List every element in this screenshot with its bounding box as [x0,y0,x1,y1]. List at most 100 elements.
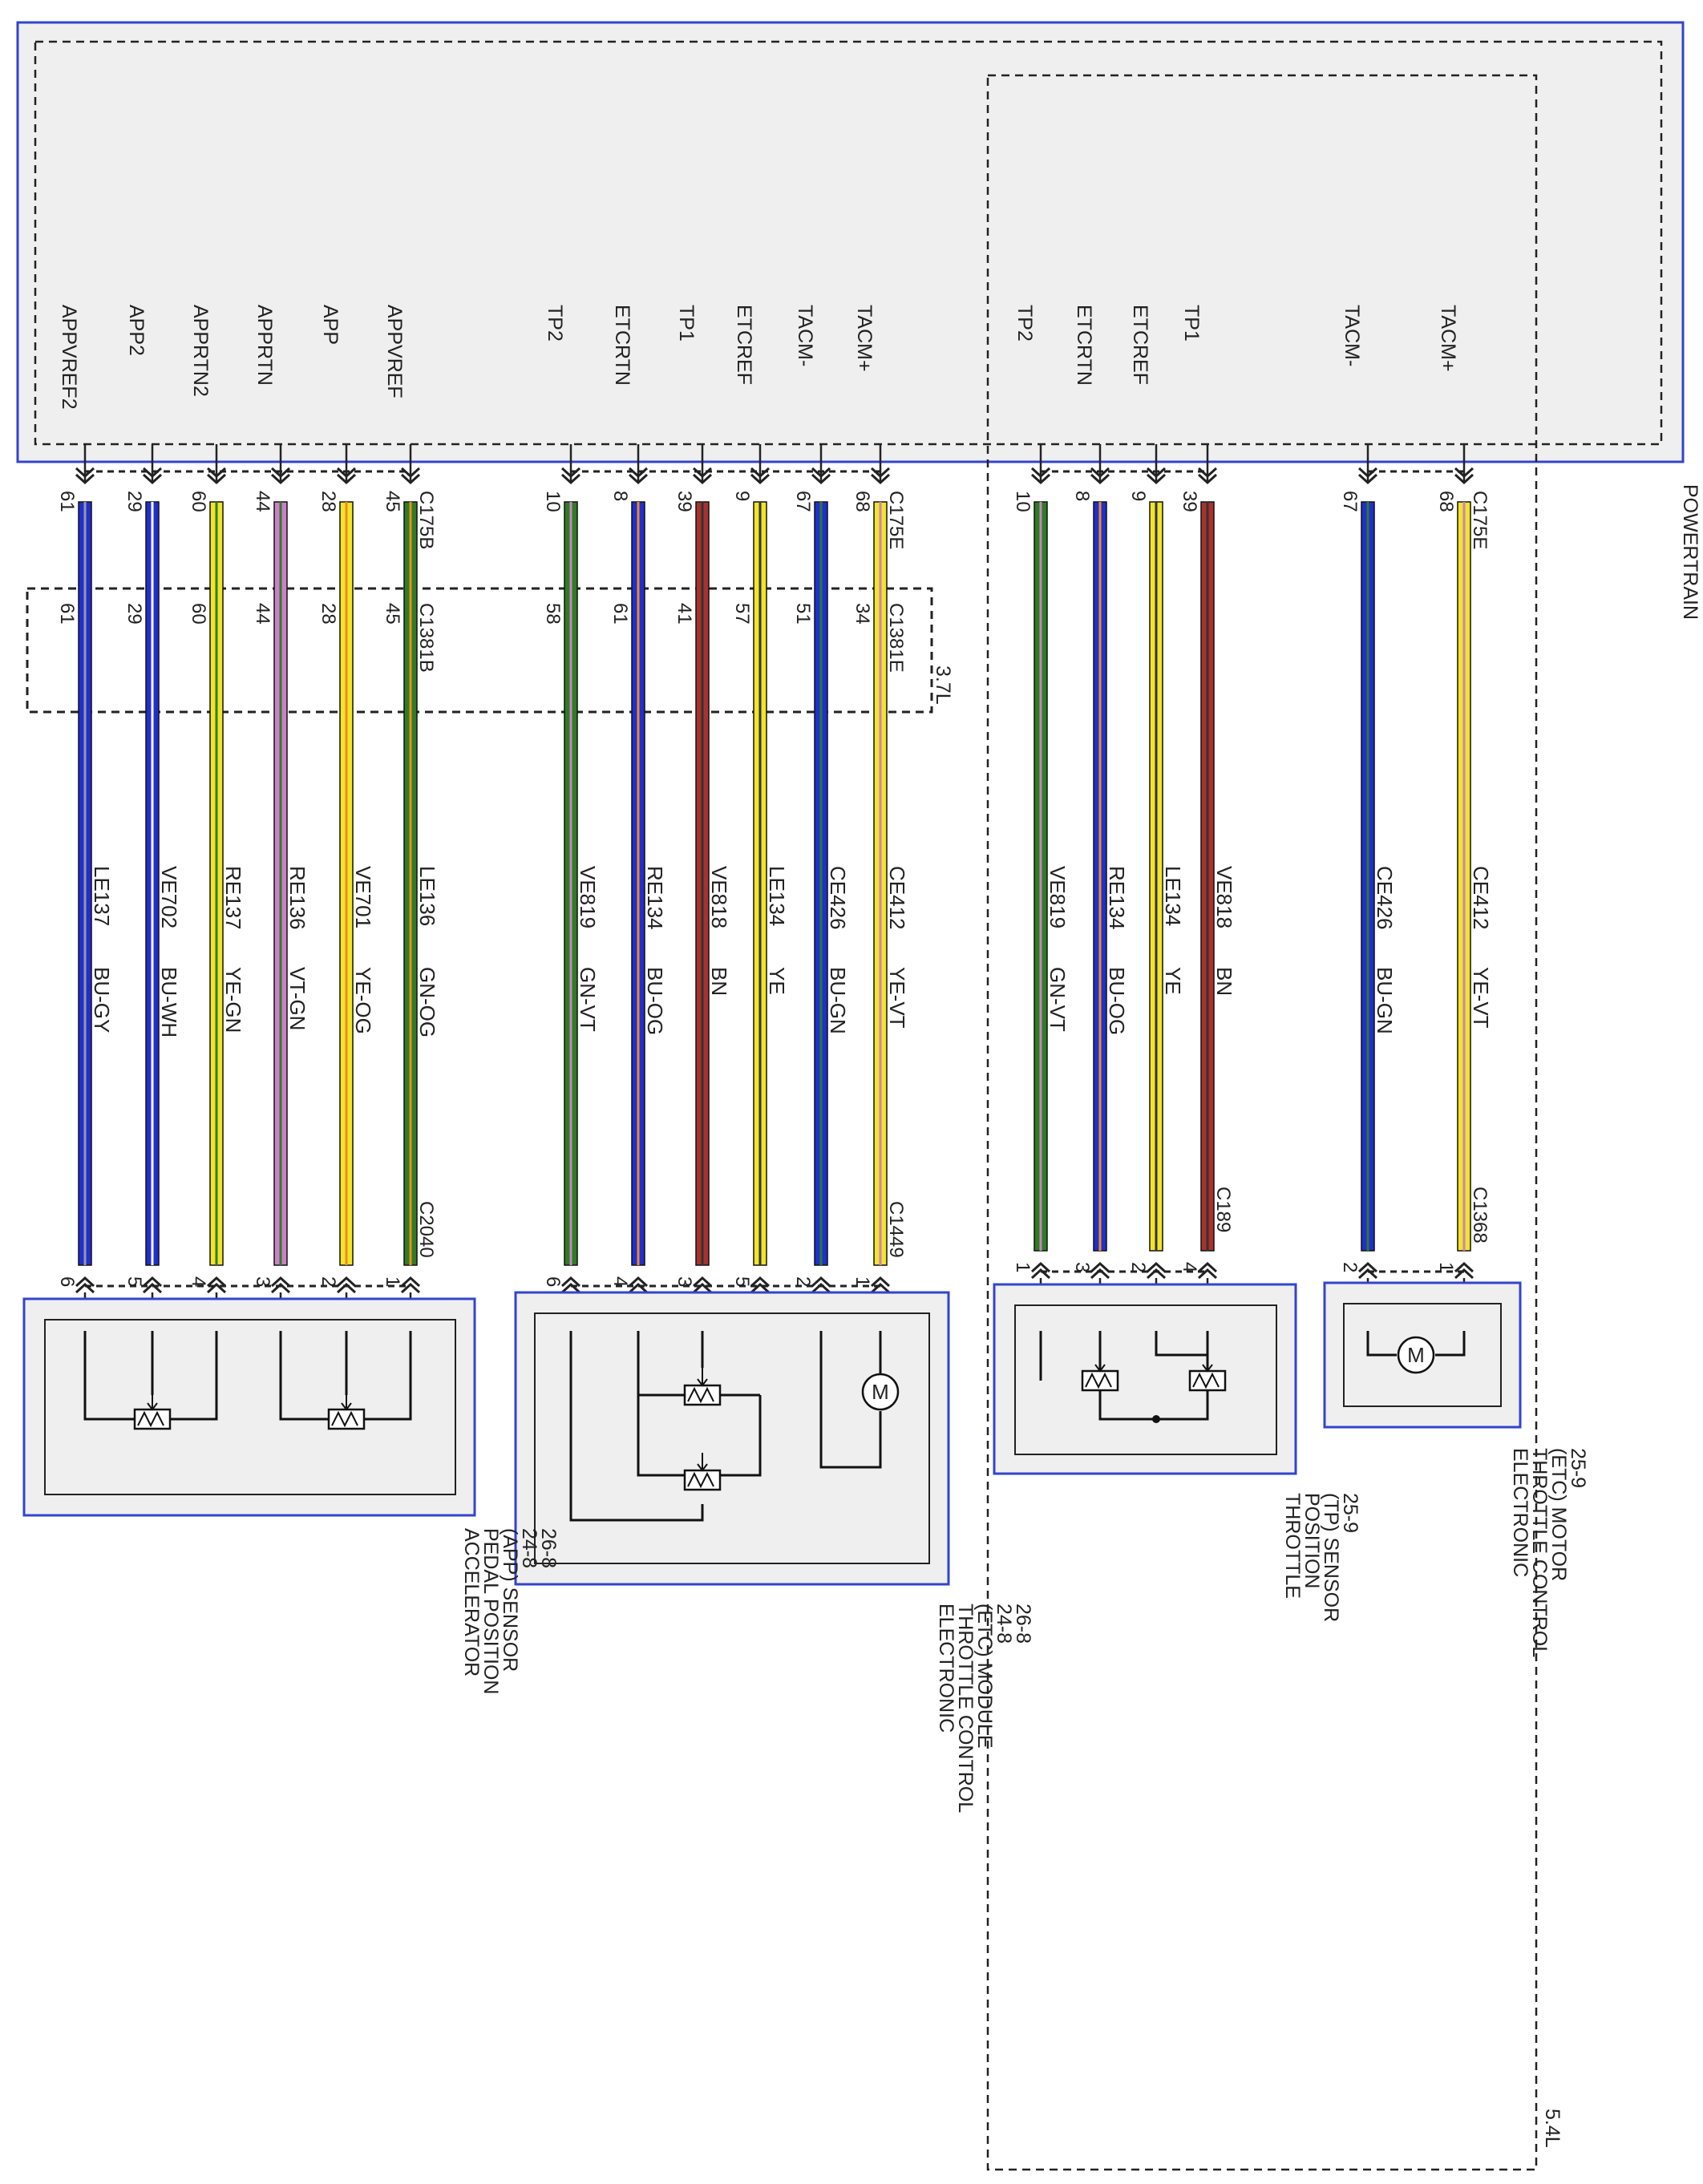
connector-arrow [692,467,713,479]
signal-label: TACM+ [853,305,876,372]
connector-arrow [1090,1261,1110,1273]
circuit-label: RE137 [221,866,245,930]
device-pin-label: 5 [731,1276,753,1287]
circuit-label: CE426 [826,866,850,930]
connector-arrow [1030,1268,1051,1280]
wiper-arrow [697,1368,708,1387]
connector-arrow [560,467,581,479]
connector-arrow [692,473,713,485]
connector-arrow [750,473,771,485]
connector-arrow [1197,1261,1218,1273]
zigzag [1192,1372,1220,1389]
device-pin-label: 1 [852,1276,873,1287]
potentiometer-icon [327,1408,366,1430]
circuit-label: CE412 [885,866,909,930]
potentiometer-icon [1081,1369,1119,1392]
pcm-pin-label: 8 [1071,491,1093,501]
inline-pin-label: 61 [56,603,78,625]
circuit-label: VE819 [576,866,600,928]
tp-sensor [993,1283,1297,1475]
zigzag [331,1410,358,1428]
connector-arrow [142,1276,163,1288]
signal-label: TP1 [675,305,698,342]
pcm-pin-label: 9 [1127,491,1149,501]
connector-arrow [1030,467,1051,479]
pcm-pin-label: 10 [542,491,564,512]
circuit-label: RE136 [285,866,309,930]
app-sensor [22,1297,476,1517]
zigzag [137,1410,164,1428]
device-pin-label: 2 [318,1276,339,1287]
potentiometer-icon [683,1384,722,1406]
signal-label: APPRTN [253,305,276,386]
inline-pin-label: 41 [674,603,695,625]
wire-color-label: BU-OG [643,967,667,1035]
inline-pin-label: 60 [188,603,209,625]
connector-arrow [750,1276,771,1288]
tp-sensor-caption: THROTTLEPOSITION(TP) SENSOR25-9 [1281,1493,1361,1622]
device-connector-label: C189 [1212,1187,1234,1232]
wire-color-label: BU-WH [157,967,181,1037]
wire-color-label: GN-OG [415,967,439,1037]
connector-arrow [206,1282,227,1294]
connector-arrow [628,1276,649,1288]
device-pin-label: 2 [1127,1262,1149,1272]
connector-arrow [1357,1268,1378,1280]
labels-layer: APPVREF26161LE137BU-GY6APP22929VE702BU-W… [56,305,1493,1287]
circuit-trace [1435,1331,1466,1357]
connector-arrow [1454,467,1474,479]
pcm-pin-label: 68 [852,491,873,512]
signal-label: ETCREF [733,305,755,385]
connector-arrow [400,1276,421,1288]
circuit-label: VE819 [1046,866,1070,928]
wire-color-label: BU-GY [90,967,114,1033]
zigzag [1085,1372,1112,1389]
connector-arrow [560,473,581,485]
device-connector-label: C1368 [1469,1187,1491,1244]
connector-arrow [1454,1268,1474,1280]
circuit-label: LE134 [1161,866,1185,926]
connector-arrow [270,467,291,479]
circuit-label: VE701 [351,866,375,928]
connector-arrow [1197,473,1218,485]
connector-arrow [270,1276,291,1288]
potentiometer-icon [683,1469,722,1491]
inline-connector-label: C1381B [415,603,437,673]
wire-color-label: YE-GN [221,967,245,1033]
device-pin-label: 3 [252,1276,273,1287]
signal-label: APPVREF2 [58,305,80,410]
pcm-pin-label: 60 [188,491,209,512]
pcm-pin-label: 10 [1012,491,1034,512]
wire-color-label: GN-VT [1046,967,1070,1032]
motor-symbol: M [872,1380,889,1404]
signal-label: ETCREF [1129,305,1151,385]
signal-label: APP [319,305,342,345]
device-connector-label: C2040 [415,1201,437,1258]
pcm-inner-dashed [34,40,1663,446]
signal-label: APPVREF [383,305,406,398]
connector-arrow [560,1276,581,1288]
device-pin-label: 1 [382,1276,403,1287]
signal-label: TACM- [1341,305,1363,366]
device-pin-label: 4 [1179,1262,1200,1272]
connector-arrow [1090,473,1110,485]
connector-arrow [400,467,421,479]
connector-arrow [628,1282,649,1294]
circuit-label: VE818 [1212,866,1236,928]
pcm-connector-label: C175B [415,491,437,549]
circuit-trace [1155,1331,1207,1357]
inline-pin-label: 61 [609,603,631,625]
connector-arrow [811,473,831,485]
pcm-pin-label: 67 [792,491,814,512]
circuit-label: LE134 [765,866,789,926]
circuit-label: LE137 [90,866,114,926]
connector-arrow [1030,473,1051,485]
pcm-connector-label: C175E [885,491,907,549]
wire-color-label: BU-OG [1105,967,1129,1035]
circuit-label: LE136 [415,866,439,926]
pcm-pin-label: 67 [1339,491,1361,512]
device-pin-label: 1 [1435,1262,1457,1272]
connector-arrow [811,1276,831,1288]
wire-color-label: BN [707,967,731,996]
